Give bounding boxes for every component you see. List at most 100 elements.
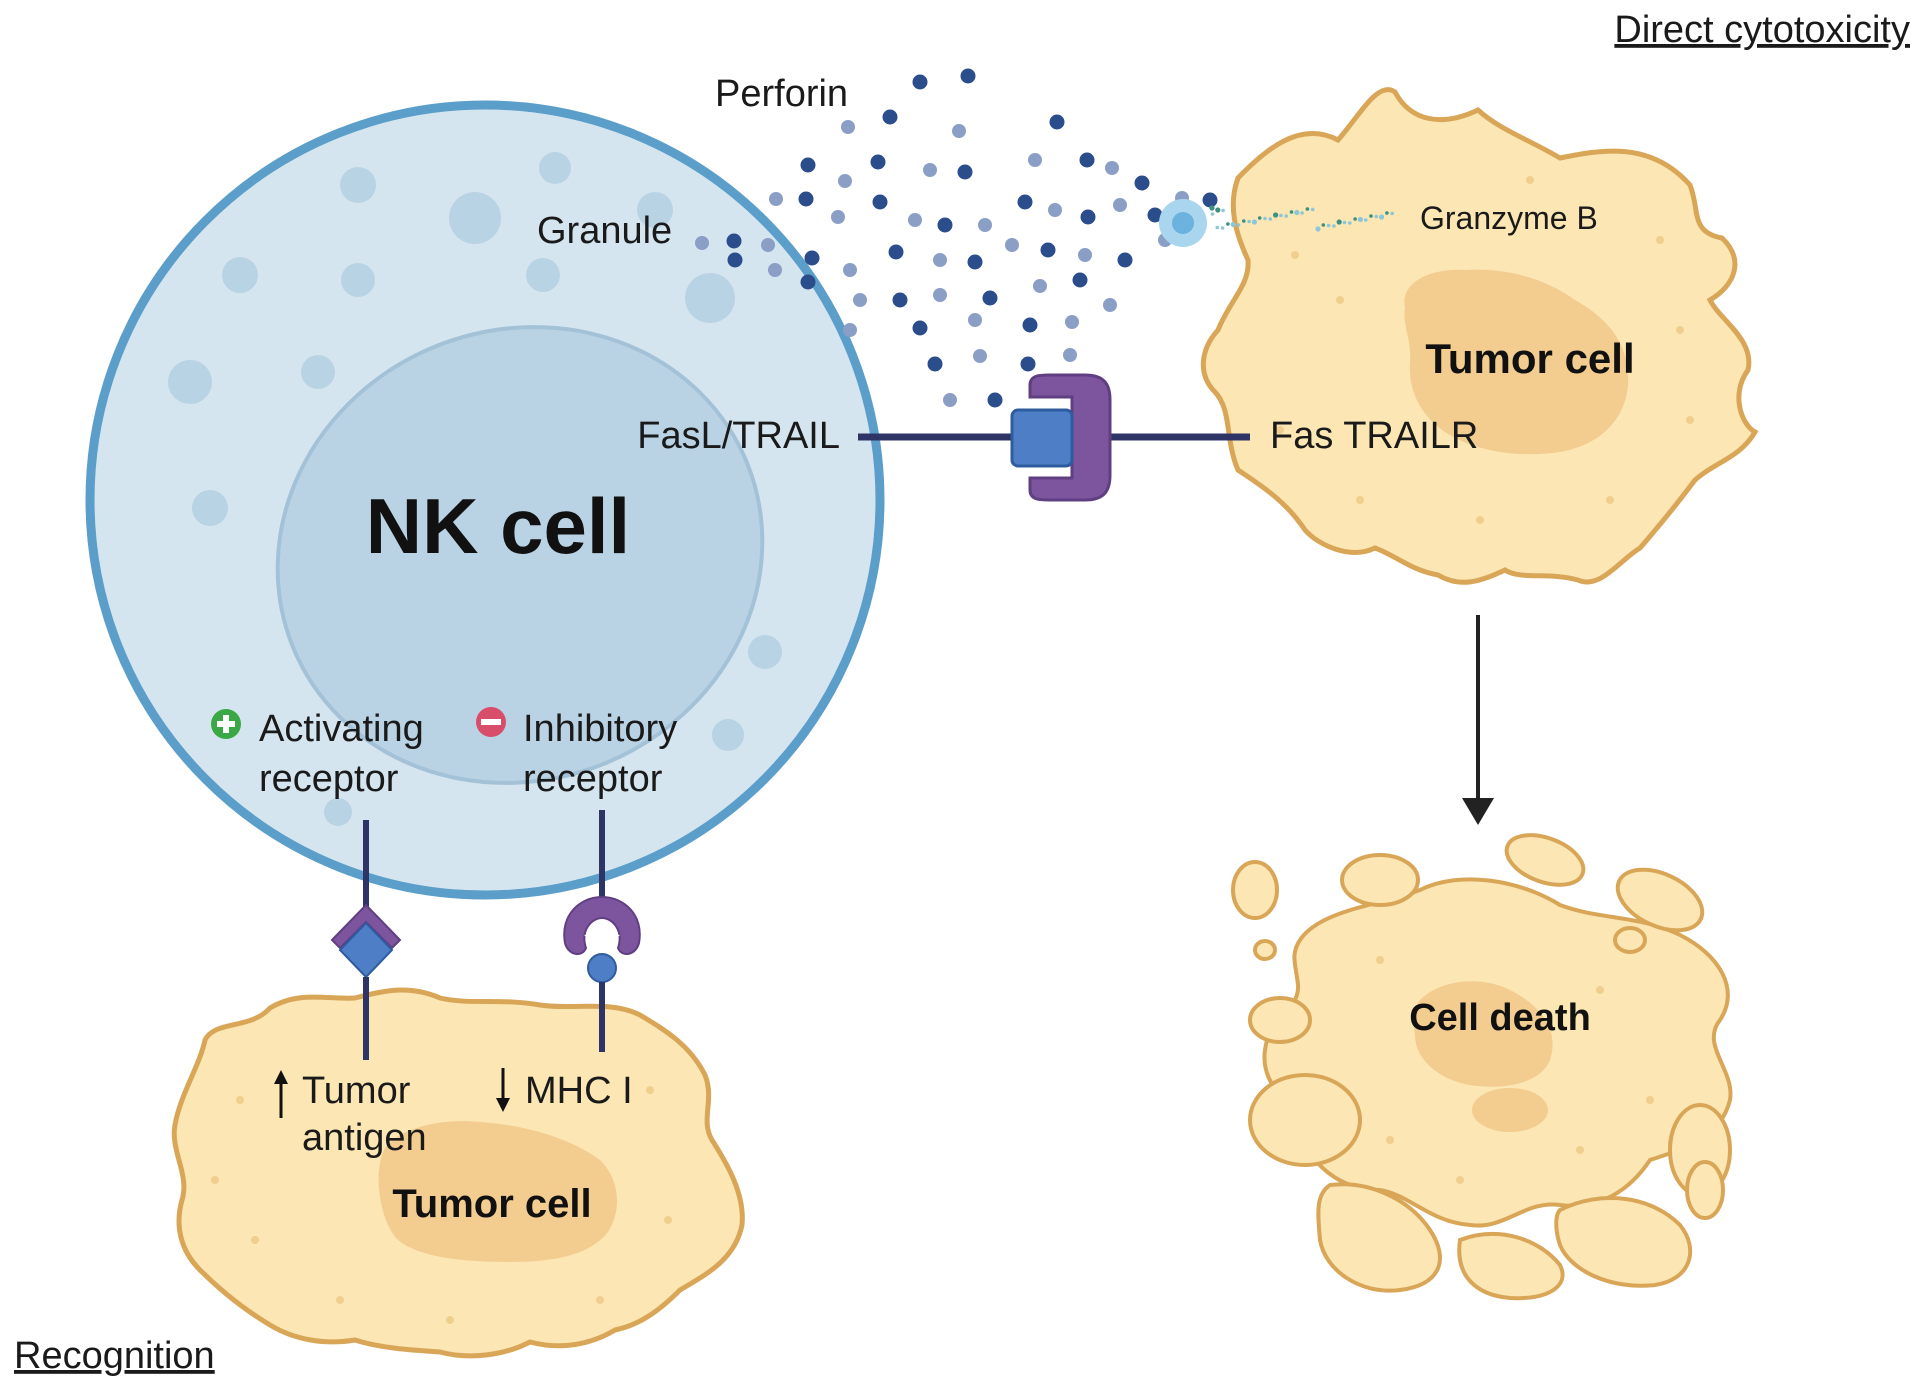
fas-receptor-icon xyxy=(1028,373,1112,502)
label-activating: Activating xyxy=(259,708,424,750)
granzyme-particle xyxy=(1257,216,1262,220)
perforin-dot xyxy=(841,120,855,134)
perforin-dot xyxy=(892,292,908,308)
perforin-dot xyxy=(804,250,820,266)
perforin-dot xyxy=(1040,242,1056,258)
perforin-dot xyxy=(908,213,922,227)
perforin-dot xyxy=(872,194,888,210)
granzyme-particle xyxy=(1369,214,1373,218)
perforin-dot xyxy=(957,164,973,180)
granzyme-particle xyxy=(1357,216,1363,223)
inhibitory-receptor-complex xyxy=(563,810,641,1052)
label-activating-receptor: receptor xyxy=(259,758,399,800)
perforin-dot xyxy=(769,192,783,206)
label-cell-death: Cell death xyxy=(1409,997,1591,1039)
perforin-dot xyxy=(1134,175,1150,191)
granzyme-particle xyxy=(1294,209,1300,216)
perforin-dot xyxy=(1065,315,1079,329)
granzyme-particle xyxy=(1215,225,1220,230)
label-recognized-tumor-cell: Tumor cell xyxy=(392,1182,591,1226)
perforin-dot xyxy=(978,218,992,232)
perforin-dot xyxy=(853,293,867,307)
activating-plus-icon xyxy=(211,709,241,739)
granzyme-particle xyxy=(1336,219,1342,225)
perforin-dot xyxy=(800,274,816,290)
granzyme-particle xyxy=(1385,211,1389,215)
perforin-dot xyxy=(1033,279,1047,293)
granzyme-particle xyxy=(1268,217,1273,221)
perforin-dot xyxy=(1079,152,1095,168)
granzyme-particle xyxy=(1221,208,1225,213)
perforin-dot xyxy=(912,74,928,90)
perforin-dot xyxy=(933,288,947,302)
granzyme-vesicle-inner xyxy=(1172,212,1194,234)
perforin-dot xyxy=(923,163,937,177)
perforin-dot xyxy=(888,244,904,260)
perforin-dot xyxy=(982,290,998,306)
label-inhibitory-receptor: receptor xyxy=(523,758,663,800)
granzyme-particle xyxy=(1300,211,1304,215)
down-arrow-icon xyxy=(496,1068,510,1112)
perforin-dot xyxy=(1078,248,1092,262)
label-inhibitory: Inhibitory xyxy=(523,708,677,750)
nk-cell xyxy=(85,100,885,900)
granzyme-particle xyxy=(1310,207,1315,212)
granzyme-particle xyxy=(1242,219,1246,223)
granzyme-particle xyxy=(1251,219,1257,225)
perforin-dot xyxy=(843,263,857,277)
perforin-dot xyxy=(838,174,852,188)
perforin-dot xyxy=(952,124,966,138)
granzyme-particle xyxy=(1289,210,1294,214)
perforin-dot xyxy=(1048,203,1062,217)
header-recognition: Recognition xyxy=(14,1335,215,1377)
granzyme-particle xyxy=(1273,212,1279,218)
granzyme-particle xyxy=(1279,213,1283,218)
perforin-dot xyxy=(937,217,953,233)
granzyme-particle xyxy=(1236,223,1241,227)
granzyme-particle xyxy=(1348,221,1352,225)
granzyme-particle xyxy=(1326,223,1331,228)
dead-cell xyxy=(1231,833,1733,1301)
perforin-dot xyxy=(1049,114,1065,130)
perforin-dot xyxy=(1202,192,1218,208)
granzyme-particle xyxy=(1321,223,1326,227)
perforin-dot xyxy=(1103,298,1117,312)
inhibitory-receptor-icon xyxy=(563,895,641,955)
label-granule: Granule xyxy=(537,210,672,252)
perforin-dot xyxy=(726,233,742,249)
perforin-dot xyxy=(768,263,782,277)
target-tumor-cell-specks xyxy=(1276,176,1694,524)
perforin-dot xyxy=(1113,198,1127,212)
granzyme-particle xyxy=(1230,221,1236,228)
granzyme-particle xyxy=(1390,211,1394,216)
perforin-dot xyxy=(933,253,947,267)
granzyme-b-vesicle xyxy=(1159,199,1207,247)
label-antigen: antigen xyxy=(302,1117,427,1159)
perforin-dot xyxy=(1028,153,1042,167)
label-granzyme-b: Granzyme B xyxy=(1420,200,1598,236)
label-mhc-i: MHC I xyxy=(525,1070,633,1112)
perforin-dot xyxy=(695,236,709,250)
perforin-dot xyxy=(987,392,1003,408)
perforin-dot xyxy=(800,157,816,173)
granzyme-particle xyxy=(1305,207,1310,211)
label-perforin: Perforin xyxy=(715,73,848,115)
granzyme-particle xyxy=(1374,214,1379,219)
perforin-dot xyxy=(968,313,982,327)
perforin-dot xyxy=(1005,238,1019,252)
perforin-dot xyxy=(927,356,943,372)
granzyme-particle xyxy=(1379,214,1385,220)
perforin-dot xyxy=(1080,209,1096,225)
perforin-dot xyxy=(1105,161,1119,175)
dead-cell-nucleus xyxy=(1413,981,1553,1087)
progression-arrow xyxy=(1462,615,1494,825)
label-fasl-trail: FasL/TRAIL xyxy=(637,415,840,457)
label-tumor: Tumor xyxy=(302,1070,411,1112)
fasl-fas-link xyxy=(858,373,1250,502)
perforin-dot xyxy=(882,109,898,125)
granzyme-particle xyxy=(1353,217,1357,221)
granzyme-particle xyxy=(1215,207,1221,213)
granzyme-particle xyxy=(1315,226,1321,232)
